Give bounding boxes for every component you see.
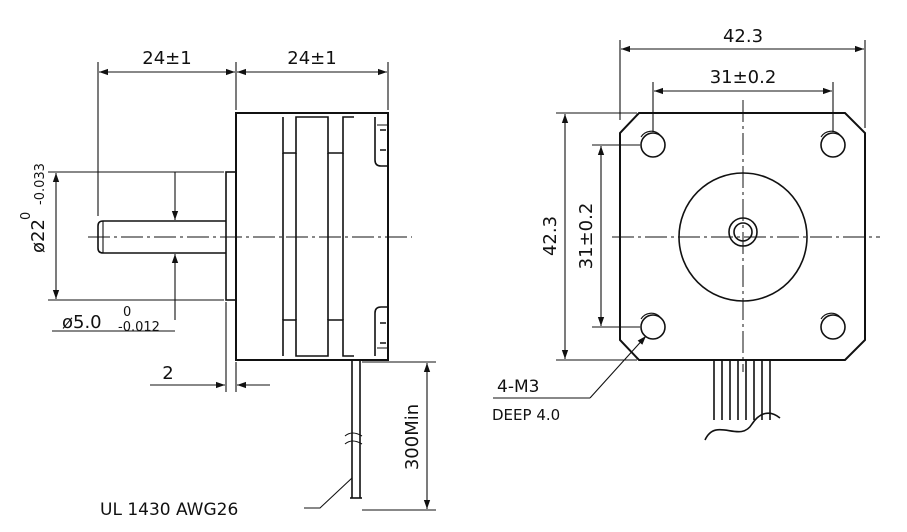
boss-height-dimension: 2 — [150, 302, 270, 392]
thread-label: 4-M3 — [497, 377, 539, 397]
shaft-tolerance-upper: 0 — [123, 305, 131, 320]
length-dimensions: 24±1 24±1 — [97, 48, 389, 216]
hole-spacing-x-label: 31±0.2 — [710, 67, 777, 88]
thread-callout: 4-M3 DEEP 4.0 — [492, 335, 647, 424]
shaft-diameter-dimension: ø5.0 0 -0.012 — [52, 172, 179, 335]
front-lead-wires — [704, 360, 781, 441]
shaft-circle-outer — [728, 217, 758, 247]
boss — [225, 171, 237, 301]
lead-wires: UL 1430 AWG26 — [100, 360, 363, 520]
boss-tolerance-upper: 0 — [19, 212, 34, 220]
hole-spacing-x-dimension: 31±0.2 — [652, 67, 834, 132]
shaft-circle-inner — [733, 222, 753, 242]
flange-outline — [619, 112, 866, 361]
boss-diameter-label: ø22 — [28, 219, 49, 253]
width-label: 42.3 — [723, 26, 763, 47]
shaft-diameter-label: ø5.0 — [62, 312, 102, 333]
height-label: 42.3 — [540, 216, 561, 256]
hole-spacing-y-label: 31±0.2 — [576, 203, 597, 270]
boss-circle — [678, 172, 808, 302]
front-view: 42.3 31±0.2 42.3 31±0.2 — [492, 26, 880, 441]
boss-height-label: 2 — [162, 363, 173, 384]
shaft-length-label: 24±1 — [142, 48, 191, 69]
thread-depth-label: DEEP 4.0 — [492, 406, 560, 424]
boss-diameter-dimension: ø22 0 -0.033 — [19, 163, 224, 301]
width-dimension: 42.3 — [619, 26, 866, 128]
mounting-holes — [640, 130, 846, 340]
shaft-tolerance-lower: -0.012 — [118, 320, 160, 335]
lead-length-dimension: 300Min — [362, 361, 436, 511]
body-length-label: 24±1 — [287, 48, 336, 69]
height-dimension: 42.3 — [540, 112, 637, 361]
svg-text:ø22: ø22 — [28, 219, 49, 253]
boss-tolerance-lower: -0.033 — [33, 163, 48, 205]
lead-wire-label: UL 1430 AWG26 — [100, 500, 238, 520]
hole-spacing-y-dimension: 31±0.2 — [576, 144, 640, 328]
side-view: 24±1 24±1 ø22 0 -0.033 ø5.0 0 -0.012 — [19, 48, 436, 520]
lead-length-label: 300Min — [402, 404, 423, 470]
